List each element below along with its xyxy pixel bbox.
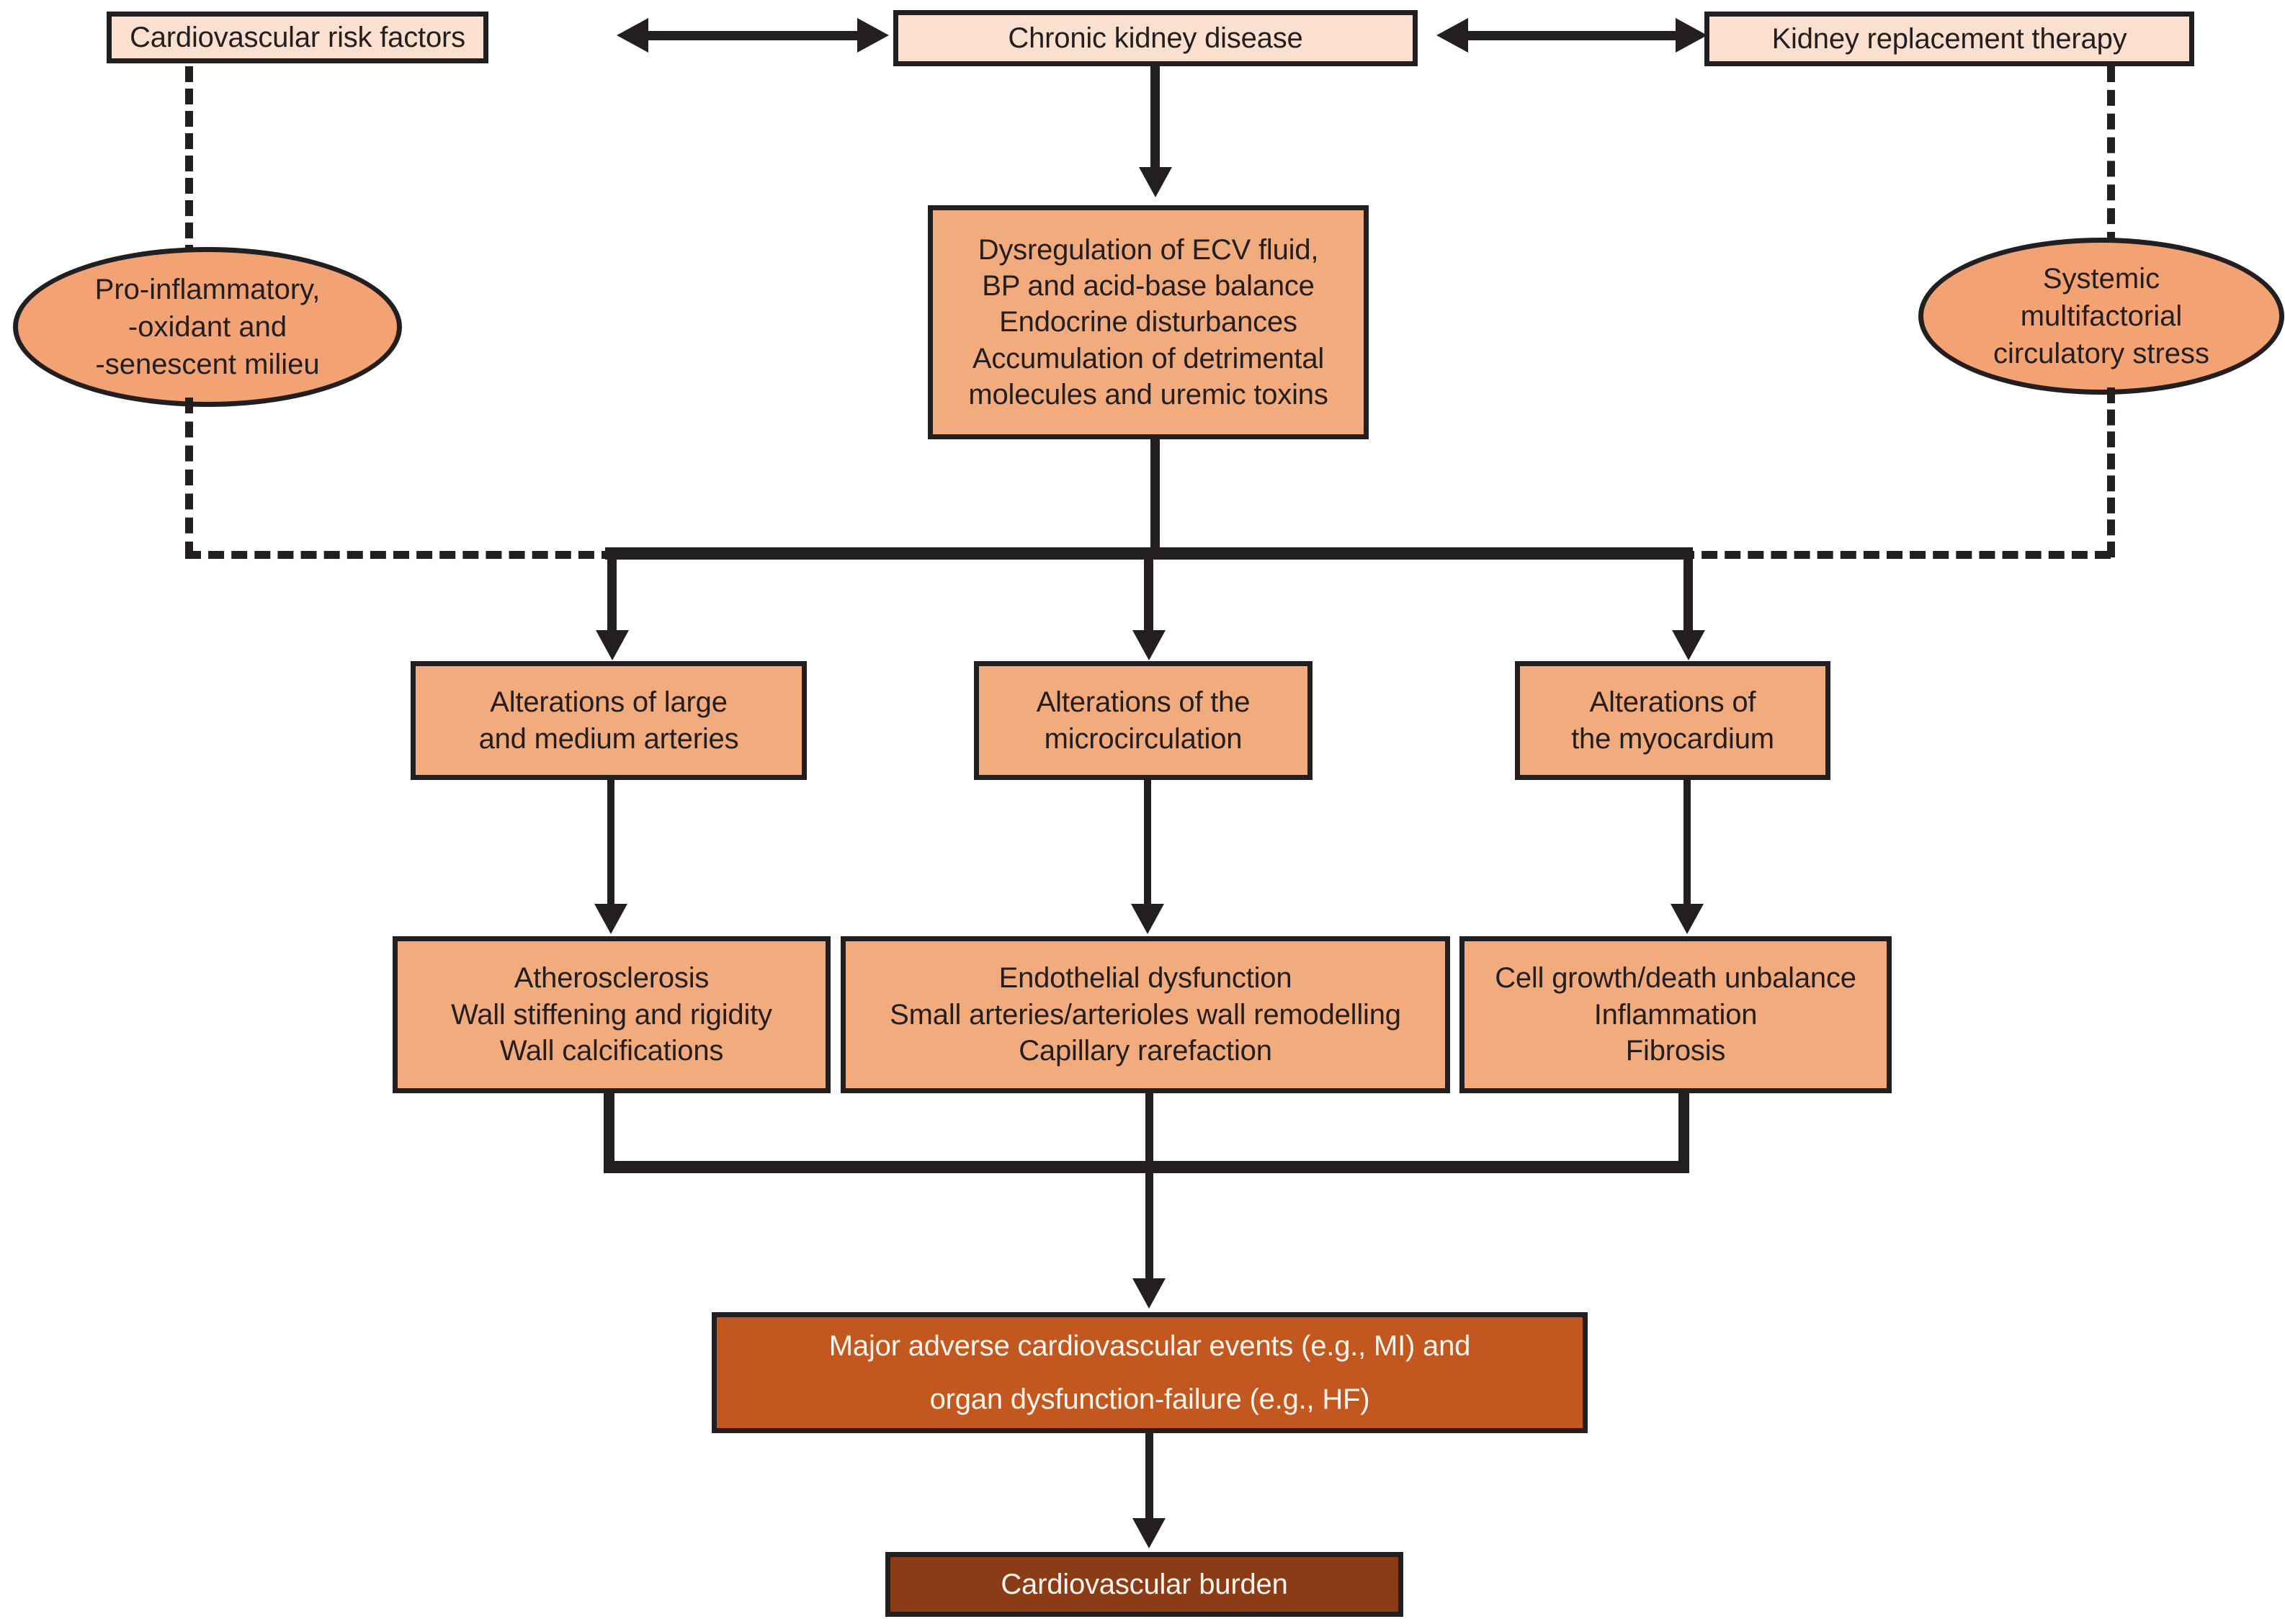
ellipse-line-2: -oxidant and bbox=[128, 311, 287, 343]
node-cardiovascular-risk-factors[interactable]: Cardiovascular risk factors bbox=[107, 12, 488, 63]
alterations-line-2: and medium arteries bbox=[478, 722, 739, 755]
consequence-line-1: Cell growth/death unbalance bbox=[1495, 962, 1856, 995]
node-cardiovascular-burden[interactable]: Cardiovascular burden bbox=[885, 1552, 1403, 1617]
consequence-line-1: Atherosclerosis bbox=[514, 962, 710, 995]
merge-riser-center bbox=[1145, 1093, 1153, 1172]
connector-ckd-to-mechanisms bbox=[1150, 66, 1160, 171]
node-alterations-large-medium-arteries[interactable]: Alterations of large and medium arteries bbox=[411, 661, 807, 780]
node-consequences-microcirculation[interactable]: Endothelial dysfunction Small arteries/a… bbox=[841, 936, 1450, 1093]
node-label: Chronic kidney disease bbox=[1008, 22, 1303, 54]
dashed-drop-left-riskfactors bbox=[185, 66, 193, 261]
alterations-line-2: the myocardium bbox=[1571, 722, 1774, 755]
node-kidney-replacement-therapy[interactable]: Kidney replacement therapy bbox=[1704, 12, 2194, 66]
mechanisms-line-4: Accumulation of detrimental bbox=[972, 342, 1325, 374]
dashed-drop-right-krt bbox=[2107, 66, 2115, 248]
consequence-line-2: Wall stiffening and rigidity bbox=[451, 998, 772, 1031]
alterations-line-1: Alterations of large bbox=[490, 686, 728, 719]
mechanisms-line-2: BP and acid-base balance bbox=[982, 269, 1315, 302]
node-chronic-kidney-disease[interactable]: Chronic kidney disease bbox=[893, 10, 1418, 66]
merge-rail bbox=[604, 1161, 1689, 1173]
ellipse-systemic-circulatory-stress[interactable]: Systemic multifactorial circulatory stre… bbox=[1918, 238, 2284, 395]
dashed-drop-left-ellipse bbox=[185, 398, 193, 557]
rail-drop-microcirculation bbox=[1144, 551, 1153, 634]
arrowhead-alterations-arteries bbox=[596, 630, 629, 660]
node-major-adverse-cardiovascular-events[interactable]: Major adverse cardiovascular events (e.g… bbox=[712, 1312, 1588, 1433]
ellipse-line-2: multifactorial bbox=[2020, 300, 2183, 332]
consequence-line-2: Small arteries/arterioles wall remodelli… bbox=[890, 998, 1401, 1031]
node-consequences-myocardium[interactable]: Cell growth/death unbalance Inflammation… bbox=[1459, 936, 1892, 1093]
mechanisms-line-1: Dysregulation of ECV fluid, bbox=[978, 233, 1319, 266]
connector-myocardium-to-cellgrowth bbox=[1683, 780, 1691, 910]
node-label: Cardiovascular risk factors bbox=[130, 21, 465, 53]
ellipse-line-3: -senescent milieu bbox=[95, 349, 320, 380]
node-mechanisms[interactable]: Dysregulation of ECV fluid, BP and acid-… bbox=[928, 205, 1369, 439]
connector-ckd-krt bbox=[1468, 31, 1676, 40]
rail-drop-arteries bbox=[607, 551, 617, 634]
arrowhead-cellgrowth bbox=[1671, 904, 1704, 934]
consequence-line-3: Wall calcifications bbox=[499, 1035, 724, 1067]
arrowhead-left-ckd-right bbox=[1436, 18, 1468, 53]
outcome-line-2: organ dysfunction-failure (e.g., HF) bbox=[929, 1383, 1370, 1415]
alterations-line-1: Alterations of bbox=[1589, 686, 1756, 719]
node-alterations-microcirculation[interactable]: Alterations of the microcirculation bbox=[974, 661, 1313, 780]
dashed-drop-right-ellipse bbox=[2107, 387, 2115, 557]
consequence-line-3: Fibrosis bbox=[1625, 1035, 1726, 1067]
merge-riser-left bbox=[604, 1093, 614, 1172]
ellipse-line-1: Systemic bbox=[2042, 263, 2160, 295]
connector-merge-to-mace bbox=[1145, 1173, 1153, 1285]
arrowhead-endothelial bbox=[1131, 904, 1164, 934]
node-label: Kidney replacement therapy bbox=[1771, 22, 2127, 55]
arrowhead-left-riskfactors bbox=[617, 18, 648, 53]
connector-microcirculation-to-endothelial bbox=[1144, 780, 1151, 910]
consequence-line-3: Capillary rarefaction bbox=[1019, 1035, 1272, 1067]
rail-drop-myocardium bbox=[1683, 551, 1693, 634]
dashed-rail-right bbox=[1678, 551, 2111, 559]
connector-mace-to-burden bbox=[1145, 1433, 1153, 1523]
ellipse-pro-inflammatory-milieu[interactable]: Pro-inflammatory, -oxidant and -senescen… bbox=[13, 247, 402, 407]
alterations-line-2: microcirculation bbox=[1044, 722, 1243, 755]
connector-riskfactors-ckd bbox=[648, 31, 857, 40]
consequence-line-1: Endothelial dysfunction bbox=[998, 962, 1292, 995]
dashed-rail-left bbox=[185, 551, 617, 559]
arrowhead-atherosclerosis bbox=[594, 904, 627, 934]
alterations-line-1: Alterations of the bbox=[1036, 686, 1251, 719]
connector-arteries-to-atherosclerosis bbox=[607, 780, 614, 910]
arrowhead-alterations-microcirculation bbox=[1132, 630, 1166, 660]
outcome-line-1: Major adverse cardiovascular events (e.g… bbox=[828, 1330, 1471, 1362]
ellipse-line-1: Pro-inflammatory, bbox=[94, 274, 321, 305]
node-consequences-arteries[interactable]: Atherosclerosis Wall stiffening and rigi… bbox=[393, 936, 831, 1093]
node-alterations-myocardium[interactable]: Alterations of the myocardium bbox=[1515, 661, 1830, 780]
merge-riser-right bbox=[1678, 1093, 1689, 1172]
mechanisms-line-3: Endocrine disturbances bbox=[999, 306, 1297, 338]
mechanisms-line-5: molecules and uremic toxins bbox=[968, 379, 1328, 411]
connector-mechanisms-to-rail bbox=[1150, 439, 1160, 555]
ellipse-line-3: circulatory stress bbox=[1993, 338, 2210, 369]
consequence-line-2: Inflammation bbox=[1593, 998, 1758, 1031]
final-label: Cardiovascular burden bbox=[1001, 1568, 1288, 1600]
arrowhead-right-krt bbox=[1676, 18, 1707, 53]
arrowhead-mechanisms bbox=[1139, 167, 1172, 197]
arrowhead-alterations-myocardium bbox=[1672, 630, 1705, 660]
arrowhead-right-ckd-left bbox=[857, 18, 889, 53]
arrowhead-burden bbox=[1132, 1518, 1166, 1548]
arrowhead-mace bbox=[1132, 1278, 1166, 1309]
